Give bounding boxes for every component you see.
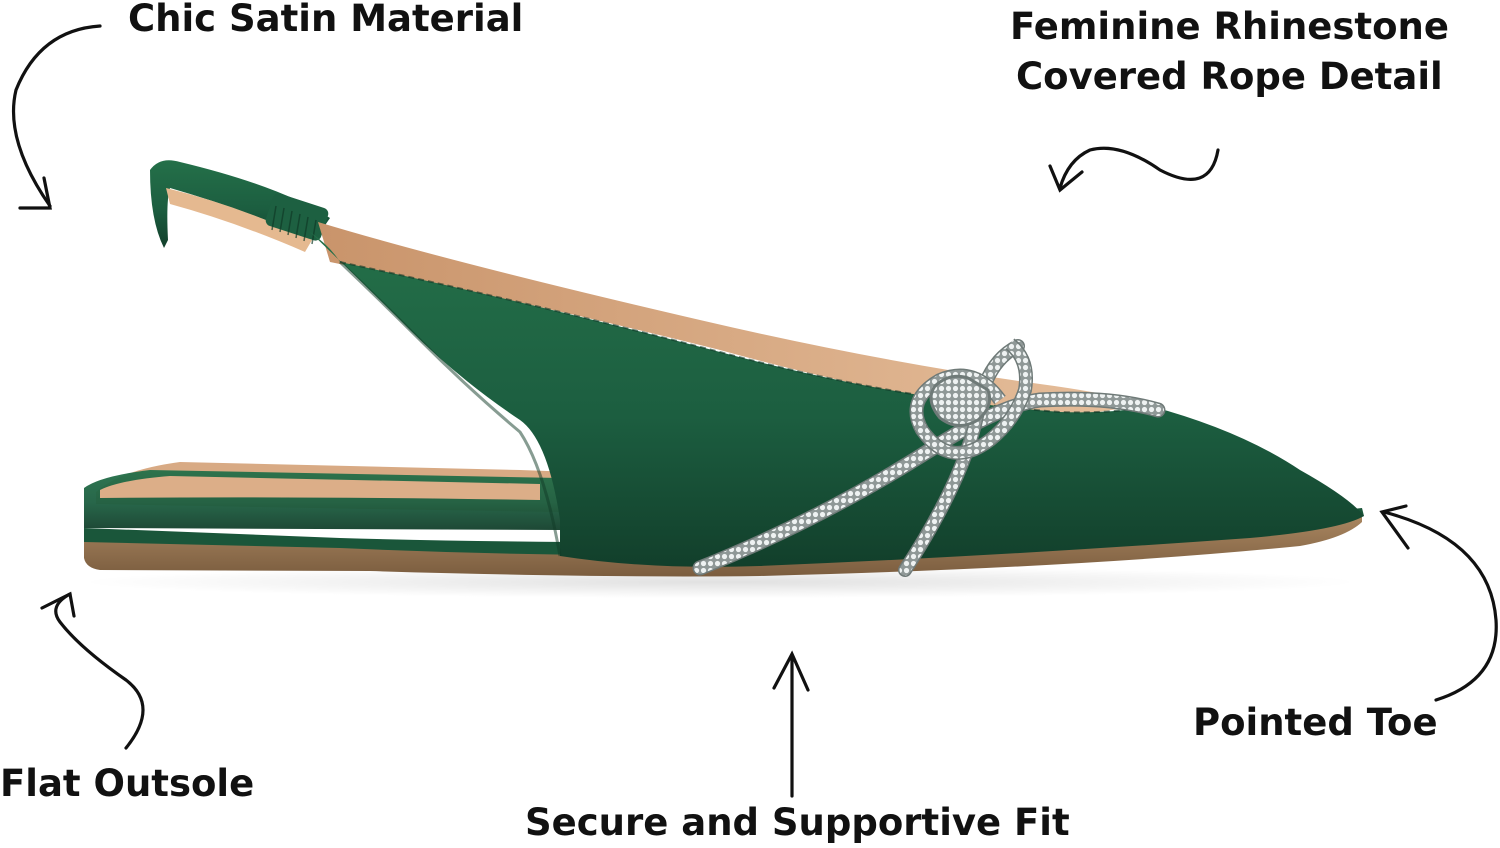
arrow-fit-icon bbox=[772, 650, 810, 798]
label-chic-satin-material: Chic Satin Material bbox=[128, 0, 524, 40]
rhinestone-rope bbox=[692, 338, 1166, 577]
arrow-toe-icon bbox=[1379, 504, 1498, 702]
arrow-rhinestone-icon bbox=[1048, 146, 1220, 193]
label-pointed-toe: Pointed Toe bbox=[1193, 701, 1438, 744]
elastic-band bbox=[265, 193, 329, 241]
inner-lining bbox=[318, 222, 1150, 418]
label-rhinestone-line2: Covered Rope Detail bbox=[1016, 55, 1443, 98]
shoe-upper bbox=[310, 232, 1364, 567]
outsole bbox=[84, 516, 1362, 577]
label-rhinestone-detail: Feminine Rhinestone Covered Rope Detail bbox=[1010, 2, 1449, 102]
arrow-satin-icon bbox=[12, 24, 102, 210]
arrow-outsole-icon bbox=[40, 591, 145, 750]
label-rhinestone-line1: Feminine Rhinestone bbox=[1010, 5, 1449, 48]
label-flat-outsole: Flat Outsole bbox=[0, 762, 255, 805]
ground-shadow bbox=[80, 566, 1360, 598]
label-secure-fit: Secure and Supportive Fit bbox=[525, 801, 1070, 844]
